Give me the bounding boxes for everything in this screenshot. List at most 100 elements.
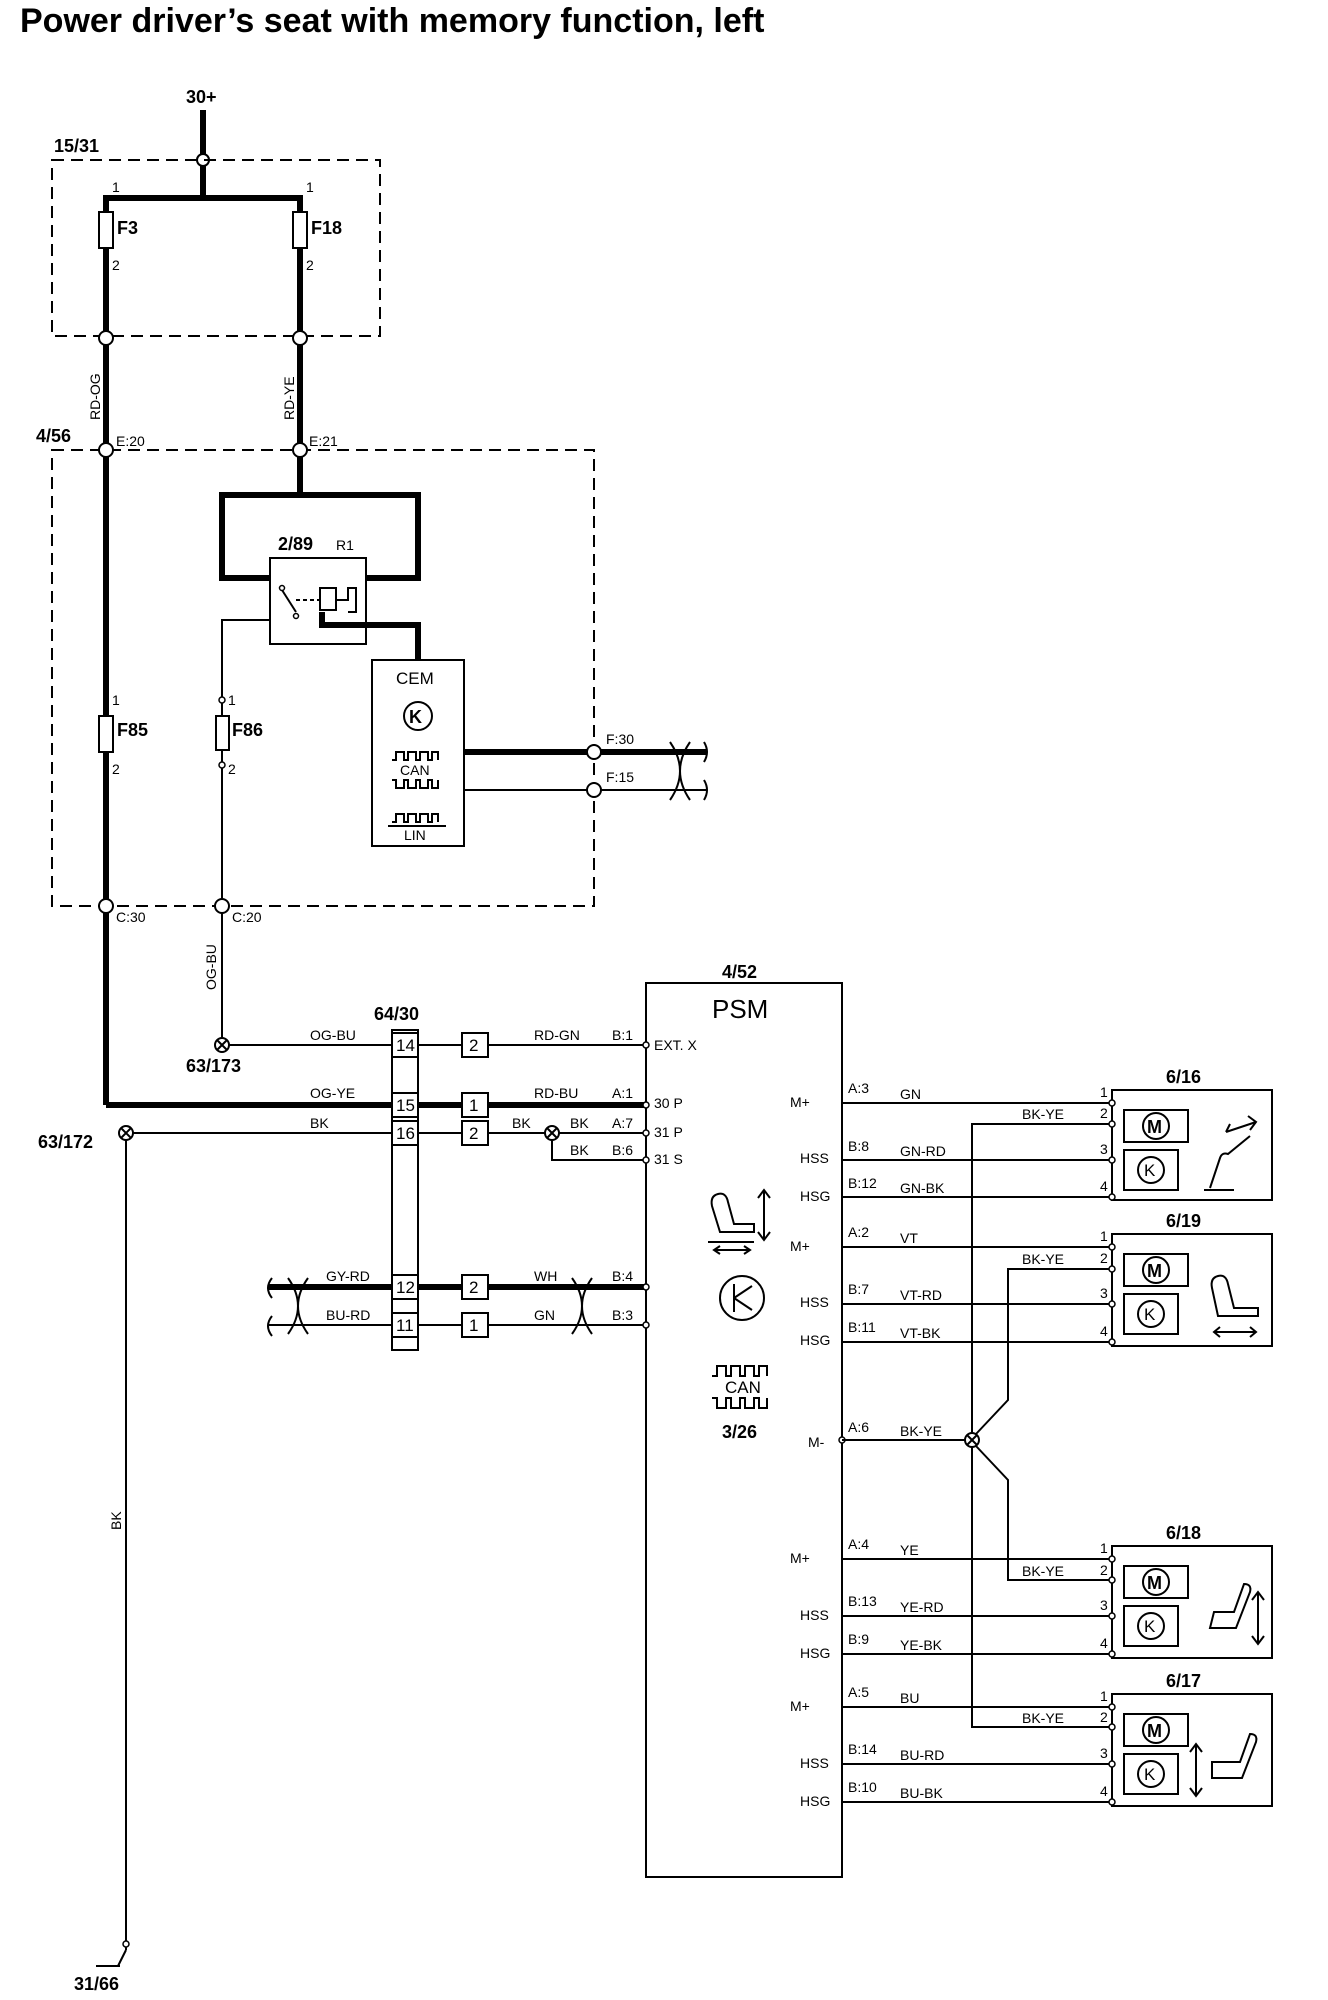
- cem-box-label: 4/56: [36, 426, 71, 446]
- connector-pin-11: 11: [396, 1316, 414, 1335]
- motor-6-19-pin1: 1: [1100, 1228, 1108, 1244]
- wire-label-bu-rd: BU-RD: [326, 1307, 370, 1323]
- motor-6-18-hsg-wire: YE-BK: [900, 1637, 943, 1653]
- mate-label-1: 1: [469, 1096, 478, 1115]
- mate-label-0: 2: [469, 1036, 478, 1055]
- fuse-f86-label: F86: [232, 720, 263, 740]
- psm-ref2: 3/26: [722, 1422, 757, 1442]
- connector-pin-12: 12: [396, 1278, 415, 1297]
- motor-6-19-mplus-pin: A:2: [848, 1224, 869, 1240]
- cem-control-icon: K: [403, 701, 433, 731]
- fuse-f18-pin1: 1: [306, 179, 314, 195]
- wire-label-og-bu: OG-BU: [310, 1027, 356, 1043]
- motor-6-19-pin2: 2: [1100, 1250, 1108, 1266]
- wire-label-rd-bu: RD-BU: [534, 1085, 578, 1101]
- psm-can-wave-top: [712, 1365, 768, 1377]
- wire-relay-f86: [221, 619, 270, 700]
- fuse-f18-pin2: 2: [306, 257, 314, 273]
- cem-can-label: CAN: [400, 762, 430, 778]
- splice-f18-out: [292, 330, 308, 346]
- motor-6-18-bkye: BK-YE: [1022, 1563, 1064, 1579]
- relay-contact-2: [292, 612, 300, 620]
- connector-pins: [391, 1032, 419, 1338]
- motor-unit-6-16: 6/16 M+ HSS HSG A:3 B:8 B:12 GN GN-RD GN…: [790, 1067, 1273, 1204]
- wire-label-bk: BK: [310, 1115, 329, 1131]
- can-continue-cem: [703, 741, 708, 801]
- mate-label-2: 2: [469, 1124, 478, 1143]
- wire-bk-b6: [551, 1140, 646, 1161]
- motor-6-16-hsg: HSG: [800, 1188, 830, 1204]
- can-continue-left: [267, 1277, 273, 1337]
- connector-label: 64/30: [374, 1004, 419, 1024]
- motor-6-19-hsg: HSG: [800, 1332, 830, 1348]
- connector-pin-16: 16: [396, 1124, 415, 1143]
- relay-loop-right: [300, 492, 421, 581]
- seat-memory-icon: [708, 1188, 771, 1255]
- f86-pin1-node: [218, 696, 226, 704]
- motor-unit-6-19: 6/19 M+ HSS HSG A:2 B:7 B:11 VT VT-RD VT…: [790, 1211, 1273, 1348]
- motor-6-19-mplus-wire: VT: [900, 1230, 918, 1246]
- motor-6-16-hss-wire: GN-RD: [900, 1143, 946, 1159]
- motor-6-16-mplus: M+: [790, 1094, 810, 1110]
- fuse-f85-label: F85: [117, 720, 148, 740]
- splice-f3-out: [98, 330, 114, 346]
- wire-bk-ye-6-16: [971, 1123, 1096, 1433]
- twist-left: [287, 1277, 309, 1335]
- motor-6-19-hss: HSS: [800, 1294, 829, 1310]
- motor-6-16-ref: 6/16: [1166, 1067, 1201, 1087]
- f86-pin2-node: [218, 761, 226, 769]
- motor-6-18-symbol: M: [1147, 1573, 1162, 1593]
- fuse-f86-pin2: 2: [228, 761, 236, 777]
- wire-label-gy-rd: GY-RD: [326, 1268, 370, 1284]
- motor-6-17-hsg: HSG: [800, 1793, 830, 1809]
- relay-loop-left: [219, 492, 300, 581]
- motor-6-16-hss: HSS: [800, 1150, 829, 1166]
- fuse-f18-label: F18: [311, 218, 342, 238]
- wire-label-gn-b3: GN: [534, 1307, 555, 1323]
- motor-6-19-hsg-pin: B:11: [848, 1319, 876, 1335]
- motor-6-17-symbol: M: [1147, 1721, 1162, 1741]
- fuse-f18: [292, 211, 308, 249]
- wire-label-rd-ye: RD-YE: [281, 376, 297, 420]
- cem-label: CEM: [396, 669, 434, 688]
- ground-31-66-label: 31/66: [74, 1974, 119, 1994]
- ground-symbol-63-172: [118, 1125, 134, 1141]
- psm-ref: 4/52: [722, 962, 757, 982]
- motor-6-19-symbol: M: [1147, 1261, 1162, 1281]
- motor-6-19-pin3: 3: [1100, 1285, 1108, 1301]
- psm-31s: 31 S: [654, 1151, 683, 1167]
- connector-pin-15: 15: [396, 1096, 415, 1115]
- relay-contact-1: [278, 584, 286, 592]
- psm-label: PSM: [712, 994, 768, 1024]
- motor-6-17-hsg-pin: B:10: [848, 1779, 877, 1795]
- ground-63-173-label: 63/173: [186, 1056, 241, 1076]
- fuse-f86-pin1: 1: [228, 692, 236, 708]
- psm-left-pins: [642, 1041, 650, 1329]
- motor-6-18-hsg: HSG: [800, 1645, 830, 1661]
- fuse-f85-pin1: 1: [112, 692, 120, 708]
- fuse-f3-pin2: 2: [112, 257, 120, 273]
- motor-6-16-pin4: 4: [1100, 1178, 1108, 1194]
- fuse-f3: [98, 211, 114, 249]
- motor-6-18-hss-wire: YE-RD: [900, 1599, 944, 1615]
- psm-term-b1: B:1: [612, 1027, 633, 1043]
- motor-6-18-mplus-wire: YE: [900, 1542, 919, 1558]
- fuse-bus: [103, 195, 303, 338]
- fuse-f85-pin2: 2: [112, 761, 120, 777]
- twist-cem-can: [669, 741, 691, 801]
- wire-label-bk-a7-left: BK: [512, 1115, 531, 1131]
- motor-6-16-mplus-pin: A:3: [848, 1080, 869, 1096]
- motor-6-17-hss: HSS: [800, 1755, 829, 1771]
- motor-6-18-mplus: M+: [790, 1550, 810, 1566]
- wire-label-rd-gn: RD-GN: [534, 1027, 580, 1043]
- psm-term-b4: B:4: [612, 1268, 633, 1284]
- psm-module: [645, 982, 843, 1878]
- fuse-f3-label: F3: [117, 218, 138, 238]
- wire-label-og-bu-vertical: OG-BU: [203, 944, 219, 990]
- terminal-e21-label: E:21: [309, 433, 338, 449]
- motor-6-18-pin2: 2: [1100, 1562, 1108, 1578]
- can-wave-bottom: [392, 779, 439, 789]
- motor-unit-6-18: 6/18 M+ HSS HSG A:4 B:13 B:9 YE YE-RD YE…: [790, 1523, 1273, 1661]
- motor-6-19-mplus: M+: [790, 1238, 810, 1254]
